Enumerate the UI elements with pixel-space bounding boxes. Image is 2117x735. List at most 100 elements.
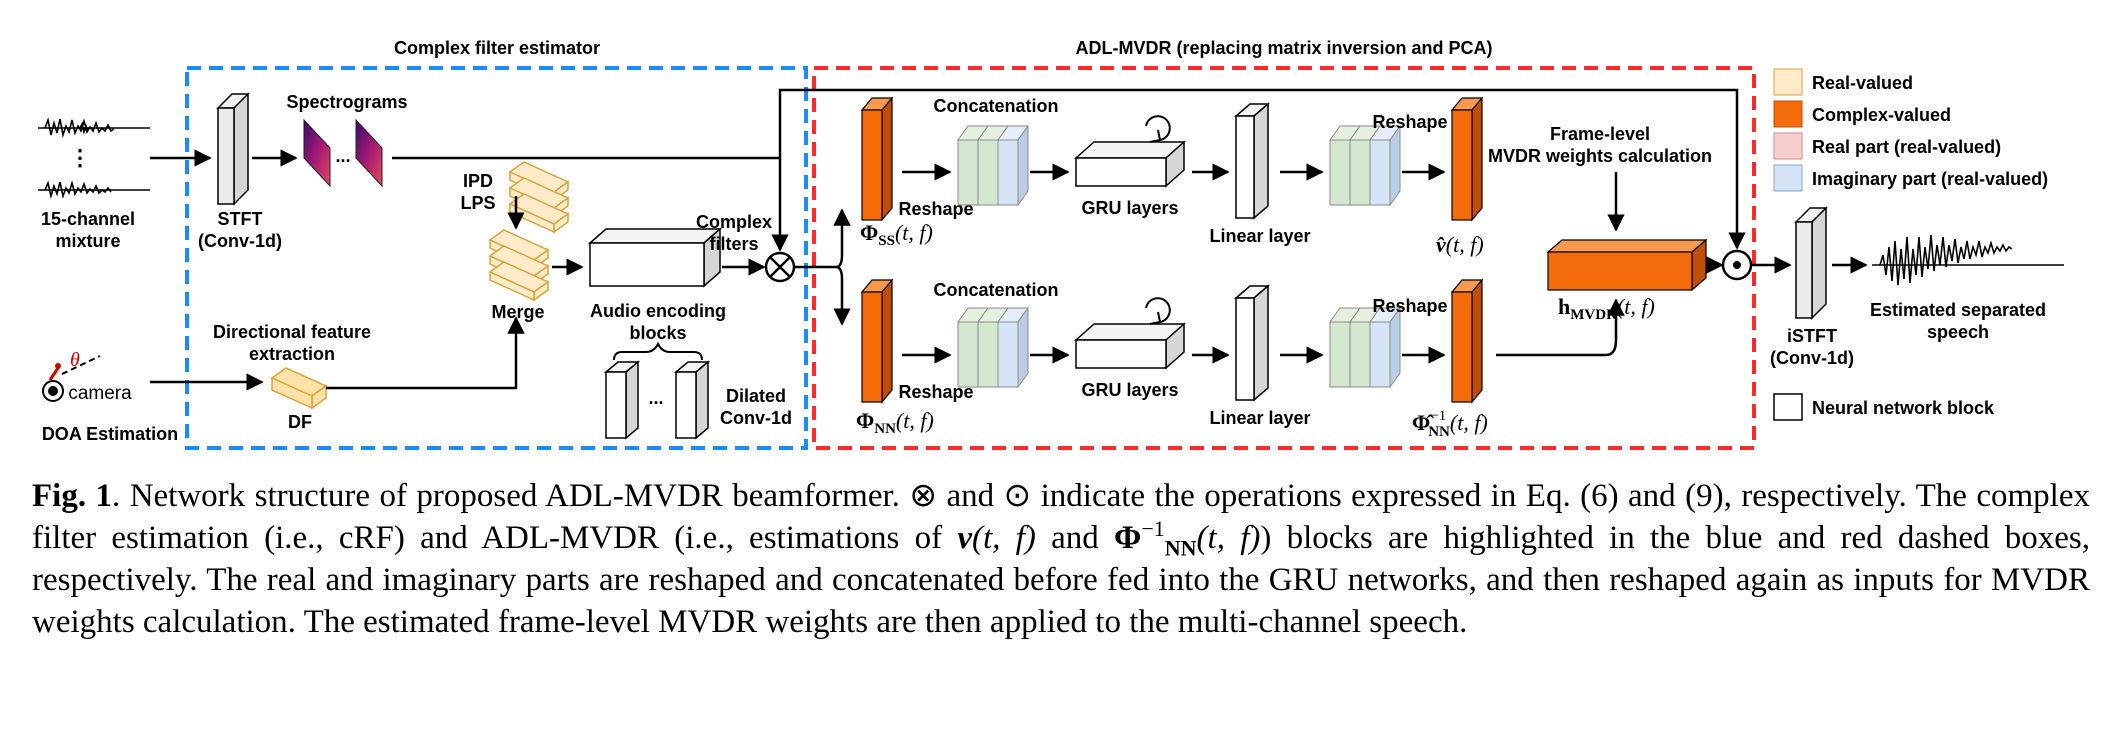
figure-caption: Fig. 1. Network structure of proposed AD… bbox=[32, 475, 2090, 643]
merge-label: Merge bbox=[491, 302, 544, 322]
otimes-operator bbox=[764, 251, 796, 283]
caption-phi-sub: NN bbox=[1164, 535, 1197, 561]
legend-swatch-imag-part bbox=[1773, 164, 1803, 192]
line-top-to-odot bbox=[778, 88, 1746, 250]
complex-filters-label-2: filters bbox=[709, 234, 758, 254]
red-box-title: ADL-MVDR (replacing matrix inversion and… bbox=[1075, 38, 1492, 58]
legend-swatch-real-valued bbox=[1773, 68, 1803, 96]
odot-operator bbox=[1721, 249, 1753, 281]
legend-swatch-real-part bbox=[1773, 132, 1803, 160]
mixture-waveform-icon bbox=[38, 117, 150, 200]
arrow-split-down bbox=[833, 265, 851, 326]
upper-reshape-left: Reshape bbox=[898, 199, 973, 219]
stft-label-1: STFT bbox=[218, 209, 263, 229]
output-label-1: Estimated separated bbox=[1870, 300, 2046, 320]
lower-concat-label: Concatenation bbox=[933, 280, 1058, 300]
frame-level-label-2: MVDR weights calculation bbox=[1488, 146, 1712, 166]
brace bbox=[613, 341, 703, 361]
caption-odot: ⊙ bbox=[1003, 478, 1032, 514]
caption-part-2: and bbox=[937, 478, 1004, 514]
dilated-label-2: Conv-1d bbox=[720, 408, 792, 428]
lower-complex-block bbox=[860, 278, 894, 404]
upper-complex-block bbox=[860, 96, 894, 222]
upper-linear-label: Linear layer bbox=[1209, 226, 1310, 246]
blue-dashed-box bbox=[185, 66, 808, 450]
upper-concat-block bbox=[957, 124, 1029, 207]
dilated-dots: ... bbox=[648, 388, 663, 408]
caption-part-7: ) blocks are highlighted in the blue and… bbox=[32, 520, 2090, 640]
lower-gru-block bbox=[1074, 297, 1186, 370]
caption-phi: Φ bbox=[1113, 520, 1142, 556]
red-dashed-box bbox=[812, 66, 1756, 450]
istft-label-2: (Conv-1d) bbox=[1770, 348, 1854, 368]
legend-swatch-complex-valued bbox=[1773, 100, 1803, 128]
istft-label-1: iSTFT bbox=[1787, 326, 1837, 346]
istft-block bbox=[1794, 206, 1828, 320]
upper-split-block bbox=[1329, 124, 1401, 207]
stft-block bbox=[216, 92, 250, 206]
merge-block bbox=[488, 229, 550, 302]
legend-label-real-part: Real part (real-valued) bbox=[1812, 137, 2001, 157]
audio-encoding-label-2: blocks bbox=[629, 323, 686, 343]
spectrogram-2 bbox=[355, 118, 383, 188]
caption-otimes: ⊗ bbox=[909, 478, 938, 514]
arrow-df-merge bbox=[326, 316, 525, 390]
caption-phi-sup: −1 bbox=[1141, 516, 1165, 541]
legend-label-complex-valued: Complex-valued bbox=[1812, 105, 1951, 125]
ipd-lps-block bbox=[508, 161, 570, 234]
upper-phi-ss: ΦSS(t, f) bbox=[860, 220, 933, 249]
arrow-lower-to-h bbox=[1496, 298, 1625, 357]
caption-part-1: . Network structure of proposed ADL-MVDR… bbox=[112, 478, 910, 514]
lps-label: LPS bbox=[460, 193, 495, 213]
doa-label: DOA Estimation bbox=[42, 424, 178, 444]
mixture-dots: ⋮ bbox=[69, 145, 91, 170]
legend-label-nn-block: Neural network block bbox=[1812, 398, 1995, 418]
spectrogram-dots: ... bbox=[335, 146, 350, 166]
upper-gru-label: GRU layers bbox=[1081, 198, 1178, 218]
mixture-label-1: 15-channel bbox=[41, 209, 135, 229]
df-label: DF bbox=[288, 412, 312, 432]
legend-swatch-nn-block bbox=[1773, 393, 1803, 421]
output-waveform-icon bbox=[1872, 234, 2064, 286]
caption-phi-args: (t, f) bbox=[1196, 520, 1261, 556]
network-diagram: Complex filter estimator ADL-MVDR (repla… bbox=[38, 38, 2064, 450]
mixture-label-2: mixture bbox=[55, 231, 120, 251]
legend: Real-valued Complex-valued Real part (re… bbox=[1773, 68, 2048, 421]
caption-v-args: (t, f) bbox=[972, 520, 1036, 556]
directional-label-1: Directional feature bbox=[213, 322, 371, 342]
upper-reshape-right: Reshape bbox=[1372, 112, 1447, 132]
ipd-label: IPD bbox=[463, 171, 493, 191]
upper-concat-label: Concatenation bbox=[933, 96, 1058, 116]
camera-icon bbox=[42, 355, 101, 402]
blue-box-title: Complex filter estimator bbox=[394, 38, 600, 58]
h-mvdr-block bbox=[1546, 238, 1708, 292]
dilated-block-1 bbox=[603, 360, 641, 440]
lower-gru-label: GRU layers bbox=[1081, 380, 1178, 400]
audio-encoding-label-1: Audio encoding bbox=[590, 301, 726, 321]
df-block bbox=[270, 367, 328, 410]
output-label-2: speech bbox=[1927, 322, 1989, 342]
lower-split-block bbox=[1329, 306, 1401, 389]
stft-label-2: (Conv-1d) bbox=[198, 231, 282, 251]
spectrogram-1 bbox=[303, 118, 331, 188]
lower-phi-nn: ΦNN(t, f) bbox=[856, 408, 934, 437]
lower-reshape-right: Reshape bbox=[1372, 296, 1447, 316]
lower-reshape-left: Reshape bbox=[898, 382, 973, 402]
theta-symbol: θ bbox=[70, 349, 80, 371]
upper-v-symbol: v̂(t, f) bbox=[1436, 232, 1484, 257]
h-mvdr-symbol: hMVDR(t, f) bbox=[1558, 294, 1655, 323]
upper-linear-block bbox=[1233, 102, 1271, 220]
lower-linear-block bbox=[1233, 284, 1271, 402]
caption-part-3: indicate the operations expressed in Eq.… bbox=[32, 478, 2091, 556]
audio-encoding-block bbox=[588, 227, 722, 288]
caption-fig-label: Fig. 1 bbox=[32, 478, 113, 514]
dilated-label-1: Dilated bbox=[726, 386, 786, 406]
dilated-block-2 bbox=[673, 360, 711, 440]
complex-filters-label-1: Complex bbox=[696, 212, 772, 232]
lower-concat-block bbox=[957, 306, 1029, 389]
frame-level-label-1: Frame-level bbox=[1550, 124, 1650, 144]
legend-label-real-valued: Real-valued bbox=[1812, 73, 1913, 93]
upper-v-block bbox=[1450, 96, 1484, 222]
caption-part-5: and bbox=[1035, 520, 1114, 556]
upper-gru-block bbox=[1074, 115, 1186, 188]
